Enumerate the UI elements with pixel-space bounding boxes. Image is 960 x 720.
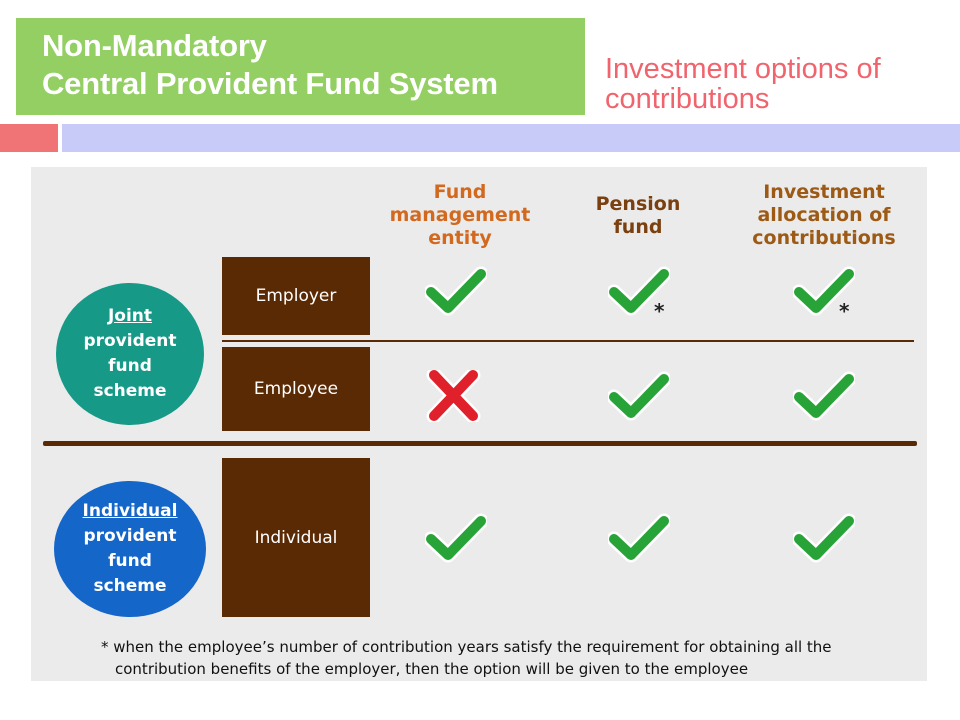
cross-icon: [425, 367, 487, 424]
footnote-line-2: contribution benefits of the employer, t…: [115, 660, 749, 678]
footnote-marker: *: [654, 299, 665, 323]
footnote-marker: *: [839, 299, 850, 323]
check-icon: [423, 512, 489, 564]
individual-scheme-label-3: fund: [108, 551, 152, 571]
check-icon: [606, 512, 672, 564]
individual-scheme-label-1: Individual: [82, 501, 178, 521]
title-banner: Non-Mandatory Central Provident Fund Sys…: [16, 18, 585, 115]
column-header-pension-fund: Pension fund: [595, 193, 681, 238]
column-header-investment-allocation: Investment allocation of contributions: [752, 181, 896, 249]
row-divider: [222, 340, 914, 342]
title-line-1: Non-Mandatory: [42, 28, 267, 63]
joint-scheme-label-4: scheme: [93, 381, 167, 401]
joint-scheme-label-3: fund: [108, 356, 152, 376]
joint-scheme-circle: Joint provident fund scheme: [56, 283, 204, 425]
role-individual: Individual: [222, 458, 370, 617]
individual-scheme-circle: Individual provident fund scheme: [54, 481, 206, 617]
joint-scheme-label-2: provident: [83, 331, 177, 351]
scheme-divider: [43, 441, 917, 446]
role-employer: Employer: [222, 257, 370, 335]
check-icon: [791, 370, 857, 422]
check-icon: [606, 265, 672, 317]
footnote: * when the employee’s number of contribu…: [101, 636, 901, 680]
individual-scheme-label-4: scheme: [93, 576, 167, 596]
footnote-line-1: * when the employee’s number of contribu…: [101, 638, 832, 656]
check-icon: [791, 512, 857, 564]
check-icon: [791, 265, 857, 317]
column-header-fund-management: Fund management entity: [389, 181, 531, 249]
subtitle-line-1: Investment options of: [605, 53, 881, 85]
title-line-2: Central Provident Fund System: [42, 66, 498, 101]
accent-bar-red: [0, 124, 58, 152]
check-icon: [423, 265, 489, 317]
individual-scheme-label-2: provident: [83, 526, 177, 546]
joint-scheme-label-1: Joint: [107, 306, 153, 326]
accent-bar-blue: [62, 124, 960, 152]
check-icon: [606, 370, 672, 422]
role-employee: Employee: [222, 347, 370, 431]
subtitle-line-2: contributions: [605, 83, 770, 115]
